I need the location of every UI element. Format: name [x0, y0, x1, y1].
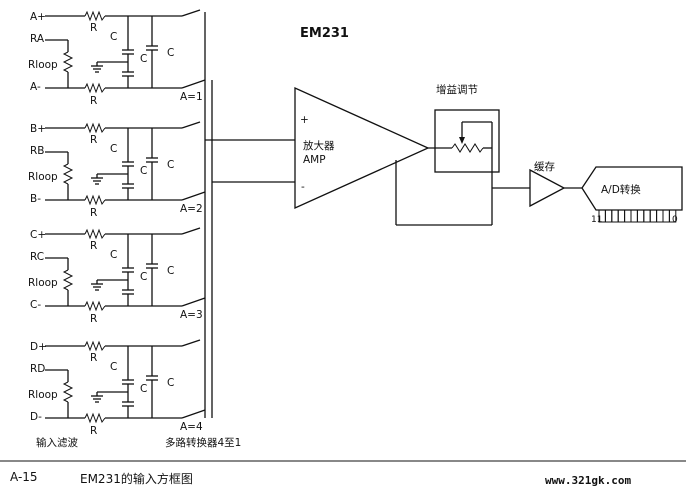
switch-blade-top: [181, 339, 201, 347]
resistor-top-label: R: [90, 134, 97, 146]
cap-label-1: C: [110, 361, 117, 373]
loop-resistor: [62, 163, 74, 185]
adc-bit-cell: [649, 209, 658, 223]
terminal-plus-label: A+: [30, 11, 46, 23]
buffer: 缓存: [529, 160, 582, 208]
loop-resistor-label: Rloop: [28, 277, 58, 289]
switch-address-label: A=4: [180, 421, 203, 433]
adc-bit-cell: [668, 209, 677, 223]
multiplexer-bus: [204, 12, 295, 418]
adc-bit-cell: [636, 209, 645, 223]
resistor-top-label: R: [90, 22, 97, 34]
switch-blade-bottom: [181, 409, 206, 419]
loop-resistor-label: Rloop: [28, 171, 58, 183]
series-resistor-top: [84, 122, 106, 134]
adc-lsb-label: 0: [672, 215, 678, 225]
amplifier: + - 放大器 AMP: [294, 86, 430, 210]
switch-address-label: A=1: [180, 91, 203, 103]
switch-blade-bottom: [181, 297, 206, 307]
switch-blade-bottom: [181, 191, 206, 201]
series-resistor-bottom: [84, 194, 106, 206]
terminal-minus-label: C-: [30, 299, 41, 311]
loop-resistor-label: Rloop: [28, 389, 58, 401]
series-resistor-bottom: [84, 300, 106, 312]
adc-bit-cell: [624, 209, 632, 223]
series-resistor-label: RC: [30, 251, 44, 263]
cap-label-1: C: [110, 31, 117, 43]
series-resistor-label: RA: [30, 33, 45, 45]
cap-label-3: C: [167, 159, 174, 171]
watermark-url: www.321gk.com: [545, 474, 632, 487]
series-resistor-bottom: [84, 412, 106, 424]
gain-adjust-label: 增益调节: [436, 83, 478, 96]
amp-label-en: AMP: [303, 154, 326, 166]
adc-bit-cell: [630, 209, 638, 223]
cap-label-2: C: [140, 271, 147, 283]
resistor-top-label: R: [90, 240, 97, 252]
ad-converter: A/D转换 11 0: [581, 166, 683, 225]
terminal-minus-label: D-: [30, 411, 42, 423]
switch-address-label: A=2: [180, 203, 203, 215]
adc-bit-cell: [611, 209, 619, 223]
adc-bit-cell: [656, 209, 664, 223]
cap-label-2: C: [140, 383, 147, 395]
terminal-plus-label: B+: [30, 123, 46, 135]
cap-label-2: C: [140, 53, 147, 65]
adc-bit-cell: [617, 209, 626, 223]
multiplexer-label: 多路转换器4至1: [165, 436, 241, 449]
amp-minus-sign: -: [301, 181, 305, 193]
cap-label-3: C: [167, 265, 174, 277]
input-filter-label: 输入滤波: [36, 436, 78, 449]
switch-blade-top: [181, 227, 201, 235]
loop-resistor: [62, 51, 74, 73]
adc-msb-label: 11: [591, 215, 602, 225]
series-resistor-label: RB: [30, 145, 45, 157]
amp-label-cn: 放大器: [303, 139, 335, 152]
adc-bit-cell: [662, 209, 670, 223]
series-resistor-bottom: [84, 82, 106, 94]
buffer-label: 缓存: [534, 160, 555, 173]
series-resistor-label: RD: [30, 363, 45, 375]
amp-plus-sign: +: [300, 114, 309, 126]
loop-resistor-label: Rloop: [28, 59, 58, 71]
figure-caption: EM231的输入方框图: [80, 472, 193, 486]
loop-resistor: [62, 381, 74, 403]
feedback-loop: [395, 160, 530, 226]
cap-label-3: C: [167, 47, 174, 59]
cap-label-3: C: [167, 377, 174, 389]
series-resistor-top: [84, 10, 106, 22]
loop-resistor: [62, 269, 74, 291]
adc-bit-cell: [643, 209, 651, 223]
cap-label-1: C: [110, 143, 117, 155]
diagram-title: EM231: [300, 26, 349, 41]
adc-bit-cell: [604, 209, 613, 223]
terminal-plus-label: C+: [30, 229, 46, 241]
terminal-minus-label: B-: [30, 193, 41, 205]
ad-label: A/D转换: [601, 183, 641, 196]
resistor-bottom-label: R: [90, 95, 97, 107]
gain-adjust: 增益调节: [428, 83, 500, 188]
switch-blade-top: [181, 121, 201, 129]
switch-blade-top: [181, 9, 201, 17]
cap-label-2: C: [140, 165, 147, 177]
resistor-bottom-label: R: [90, 425, 97, 437]
switch-blade-bottom: [181, 79, 206, 89]
series-resistor-top: [84, 340, 106, 352]
terminal-plus-label: D+: [30, 341, 47, 353]
switch-address-label: A=3: [180, 309, 203, 321]
terminal-minus-label: A-: [30, 81, 41, 93]
cap-label-1: C: [110, 249, 117, 261]
resistor-bottom-label: R: [90, 207, 97, 219]
figure-number: A-15: [10, 470, 38, 484]
adc-bit-register: [598, 209, 677, 223]
resistor-top-label: R: [90, 352, 97, 364]
series-resistor-top: [84, 228, 106, 240]
resistor-bottom-label: R: [90, 313, 97, 325]
